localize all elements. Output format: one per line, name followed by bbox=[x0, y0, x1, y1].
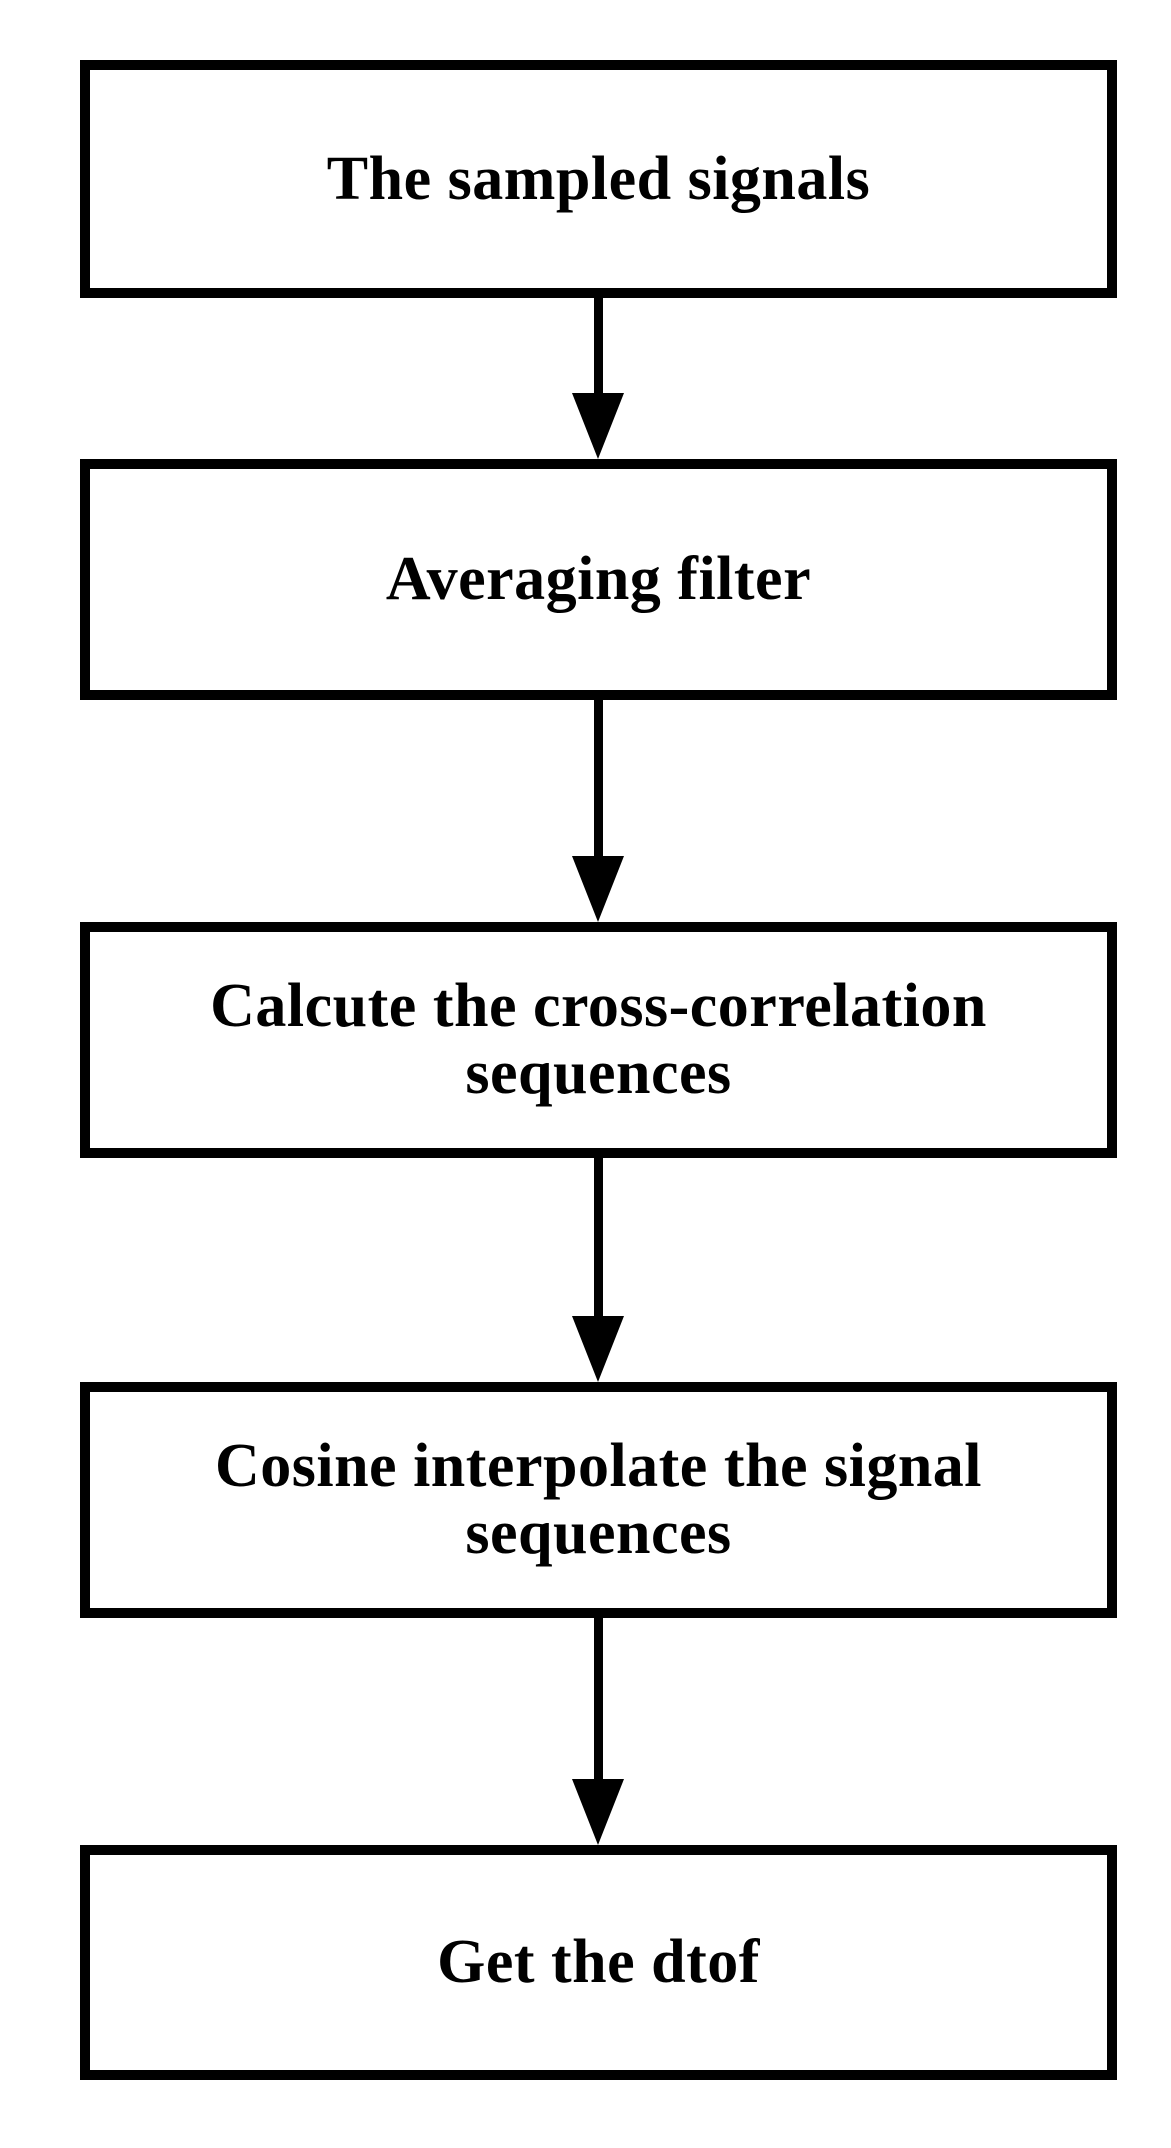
flowchart-node-calculate-cross-correlation[interactable]: Calcute the cross-correlation sequences bbox=[80, 922, 1117, 1158]
node-label: Cosine interpolate the signal sequences bbox=[214, 1432, 983, 1567]
node-label: Get the dtof bbox=[437, 1928, 760, 1997]
flowchart-node-get-the-dtof[interactable]: Get the dtof bbox=[80, 1845, 1117, 2080]
down-arrow-icon bbox=[572, 1316, 624, 1382]
node-label: Averaging filter bbox=[385, 545, 812, 614]
flowchart-edge-1 bbox=[0, 298, 1171, 459]
edge-line bbox=[594, 298, 603, 393]
down-arrow-icon bbox=[572, 393, 624, 459]
flowchart-node-the-sampled-signals[interactable]: The sampled signals bbox=[80, 60, 1117, 298]
down-arrow-icon bbox=[572, 1779, 624, 1845]
flowchart-node-cosine-interpolate[interactable]: Cosine interpolate the signal sequences bbox=[80, 1382, 1117, 1618]
node-label: Calcute the cross-correlation sequences bbox=[210, 972, 987, 1107]
flowchart-edge-2 bbox=[0, 700, 1171, 922]
flowchart-node-averaging-filter[interactable]: Averaging filter bbox=[80, 459, 1117, 700]
flowchart-edge-3 bbox=[0, 1158, 1171, 1382]
edge-line bbox=[594, 700, 603, 856]
edge-line bbox=[594, 1158, 603, 1316]
edge-line bbox=[594, 1618, 603, 1779]
node-label: The sampled signals bbox=[326, 144, 871, 213]
down-arrow-icon bbox=[572, 856, 624, 922]
flowchart-edge-4 bbox=[0, 1618, 1171, 1845]
